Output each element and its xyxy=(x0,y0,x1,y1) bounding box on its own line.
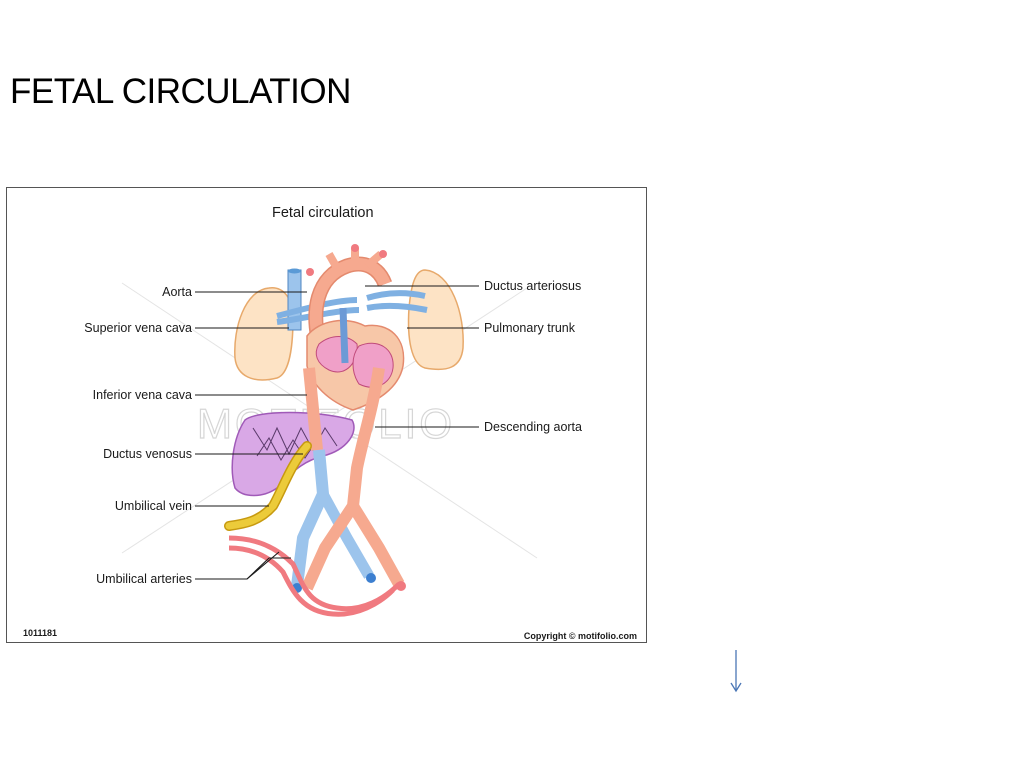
slide-title: FETAL CIRCULATION xyxy=(10,72,351,111)
leader-umbilical-arteries xyxy=(195,557,291,580)
ivc-branch xyxy=(318,491,374,579)
vessel-end xyxy=(366,573,376,583)
liver-vessels xyxy=(252,426,338,462)
vessel-end xyxy=(306,268,314,276)
label-aorta: Aorta xyxy=(162,285,192,299)
aorta-branch xyxy=(347,502,405,587)
label-inferior-vena-cava: Inferior vena cava xyxy=(93,388,192,402)
svc-opening xyxy=(288,268,301,274)
fetal-circulation-figure: MOTIFOLIO Fetal circulation xyxy=(6,187,647,643)
down-arrow-icon xyxy=(730,650,742,693)
vessel-end xyxy=(379,250,387,258)
left-lung xyxy=(234,287,294,381)
aortic-arch xyxy=(309,258,391,360)
copyright: Copyright © motifolio.com xyxy=(524,631,637,641)
umbilical-artery-2 xyxy=(228,545,395,617)
ivc-lower xyxy=(291,449,329,587)
label-umbilical-vein: Umbilical vein xyxy=(115,499,192,513)
descending-aorta-vessel xyxy=(301,367,385,591)
pulmonary-trunk-vessel xyxy=(339,307,349,364)
label-ductus-venosus: Ductus venosus xyxy=(103,447,192,461)
inferior-vena-cava-vessel xyxy=(303,367,323,451)
figure-title: Fetal circulation xyxy=(272,205,374,221)
fetal-circulation-diagram: MOTIFOLIO Fetal circulation xyxy=(23,205,637,641)
label-pulmonary-trunk: Pulmonary trunk xyxy=(484,321,576,335)
umbilical-vein-vessel xyxy=(225,442,311,530)
right-lung xyxy=(407,269,464,371)
label-ductus-arteriosus: Ductus arteriosus xyxy=(484,279,581,293)
label-umbilical-arteries: Umbilical arteries xyxy=(96,572,192,586)
leader-umbilical-arteries-2 xyxy=(246,551,280,580)
image-id: 1011181 xyxy=(23,628,57,638)
vessel-end xyxy=(351,244,359,252)
label-superior-vena-cava: Superior vena cava xyxy=(84,321,192,335)
label-descending-aorta: Descending aorta xyxy=(484,420,582,434)
